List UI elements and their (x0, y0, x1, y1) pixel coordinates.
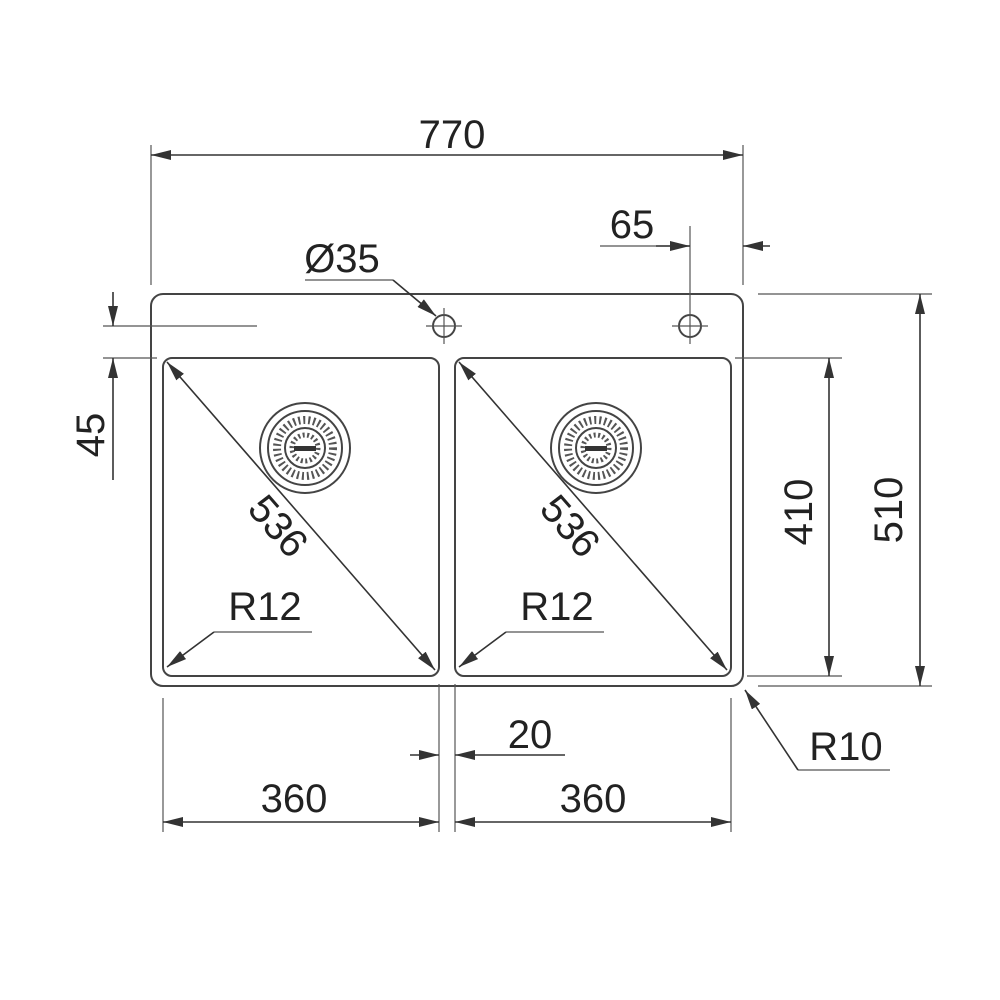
dim-360-left-label: 360 (261, 777, 328, 821)
drain-left (259, 402, 351, 494)
dim-410-label: 410 (777, 479, 821, 546)
dim-65-label: 65 (610, 203, 655, 247)
dimension-tap-hole: Ø35 (304, 237, 437, 317)
dim-360-right-label: 360 (560, 777, 627, 821)
right-bowl (454, 357, 732, 677)
dim-r12-right-label: R12 (520, 585, 593, 629)
dimension-overall-depth: 510 (758, 293, 932, 687)
dim-20-label: 20 (508, 713, 553, 757)
dimension-divider: 20 (410, 684, 565, 770)
dim-35-label: Ø35 (304, 237, 380, 281)
dim-770-label: 770 (419, 113, 486, 157)
dimension-bowl-depth: 410 (735, 357, 842, 677)
tap-hole-left (426, 308, 462, 344)
dim-45-label: 45 (69, 413, 113, 458)
dim-510-label: 510 (867, 477, 911, 544)
drain-right (550, 402, 642, 494)
sink-outline (150, 293, 744, 687)
dimension-tap-offset: 65 (600, 203, 770, 308)
dimension-corner-radius: R10 (744, 689, 890, 771)
left-bowl (162, 357, 440, 677)
dimension-rim-depth: 45 (69, 292, 257, 480)
dim-536-left-label: 536 (239, 487, 316, 566)
dimension-right-radius: R12 (458, 585, 604, 668)
dimension-overall-width: 770 (150, 113, 744, 285)
tap-hole-right (672, 308, 708, 344)
dimension-left-bowl-width: 360 (162, 698, 440, 832)
dim-536-right-label: 536 (531, 487, 608, 566)
dimension-left-radius: R12 (166, 585, 312, 668)
dim-r10-label: R10 (809, 725, 882, 769)
dim-r12-left-label: R12 (228, 585, 301, 629)
dimension-right-bowl-width: 360 (454, 698, 732, 832)
